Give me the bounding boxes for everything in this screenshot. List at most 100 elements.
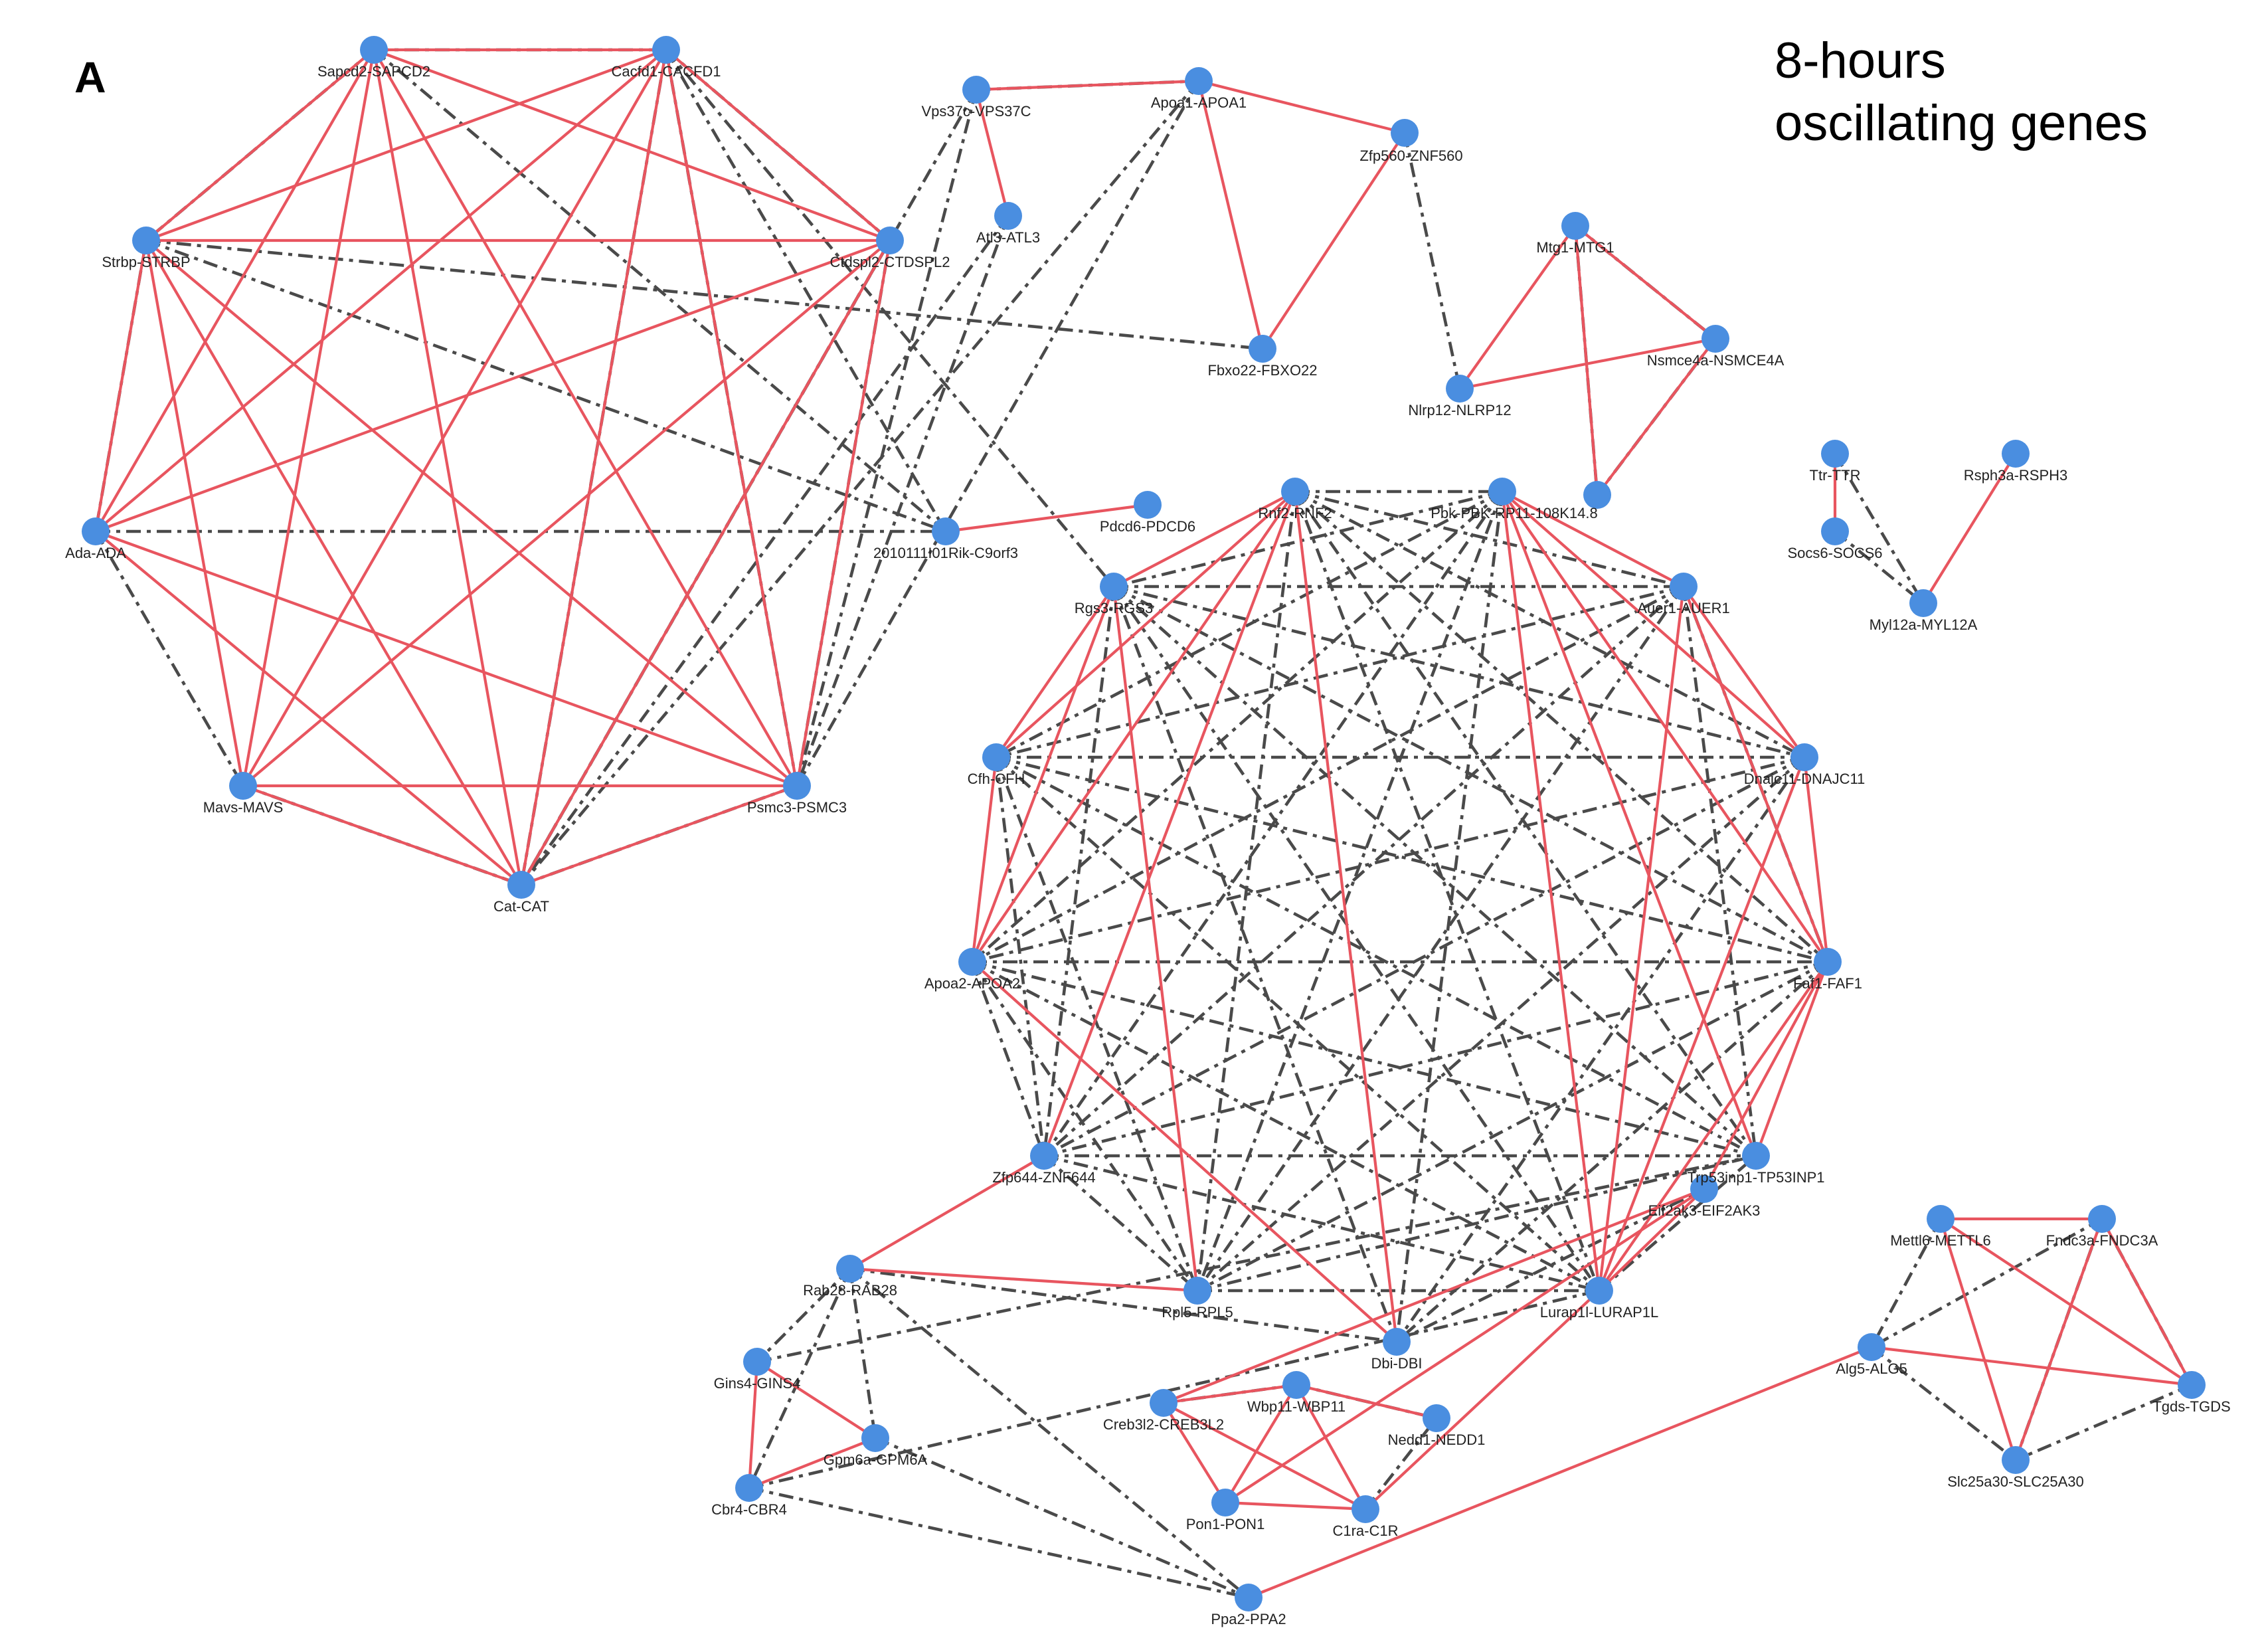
node-rab28[interactable] [836,1255,864,1283]
node-tgds[interactable] [2178,1371,2206,1399]
node-label-alg5: Alg5-ALG5 [1836,1360,1907,1377]
solid-edge-nlrp12-nsmce4a [1459,337,1716,391]
node-label-nsmce4a: Nsmce4a-NSMCE4A [1647,352,1785,369]
node-lurap[interactable] [1585,1277,1613,1305]
dashed-edge-rab28-ppa2 [849,1267,1250,1599]
node-zfp560[interactable] [1391,119,1419,147]
solid-edge-alg5-tgds [1871,1345,2192,1387]
solid-edge-creb-c1r [1163,1402,1366,1511]
node-vps[interactable] [962,76,990,104]
node-gpm6a[interactable] [861,1424,889,1452]
solid-edge-rp11-faf1 [1501,490,1829,963]
node-rsph3[interactable] [2002,440,2030,468]
node-slc25a30[interactable] [2002,1446,2030,1474]
solid-edge-apoa1-fbxo22 [1197,80,1265,349]
dashed-edge-strbp-fbxo22 [145,238,1263,351]
node-cac[interactable] [652,36,680,64]
node-label-atl3: Atl3-ATL3 [976,229,1040,246]
node-fndc3a[interactable] [2088,1205,2116,1233]
solid-edge-gpm6a-cbr4 [748,1437,876,1489]
solid-edge-ctdspl2-mavs [242,239,891,787]
dashed-edge-rp11-rpl5 [1195,491,1504,1291]
node-creb[interactable] [1150,1389,1178,1417]
node-tp53[interactable] [1742,1142,1770,1170]
solid-edge-strbp-mavs [144,240,245,786]
node-mettl6[interactable] [1927,1205,1955,1233]
solid-edge-sap-cat [372,49,523,885]
dashed-edge-cfh-znf644 [994,757,1046,1156]
node-rgs3[interactable] [1100,573,1128,600]
solid-edge-rnf2-cfh [995,490,1296,759]
node-wbp11[interactable] [1282,1371,1310,1399]
solid-edge-ctdspl2-cat [520,239,891,886]
dashed-edge-socs6-myl12a [1834,530,1925,604]
node-label-rnf2: Rnf2-RNF2 [1258,505,1332,521]
solid-edge-rp11-auer1 [1502,490,1684,588]
node-nlrp12[interactable] [1446,375,1474,403]
solid-edge-mettl6-tgds [1939,1218,2193,1386]
node-cat[interactable] [507,871,535,899]
node-rpl5[interactable] [1183,1277,1211,1305]
dashed-edge-rgs3-dbi [1112,586,1399,1342]
solid-edge-mtg1-nlrp12 [1458,225,1577,390]
node-label-faf1: Faf1-FAF1 [1793,975,1862,992]
dashed-edge-rgs3-dnajc11 [1113,585,1805,759]
node-ttr[interactable] [1821,440,1849,468]
node-alg5[interactable] [1858,1333,1885,1361]
solid-edge-creb-pon1 [1162,1402,1227,1504]
node-mavs[interactable] [229,772,257,800]
node-sap[interactable] [360,36,388,64]
node-eif2ak3[interactable] [1690,1175,1718,1203]
node-label-mavs: Mavs-MAVS [203,799,284,816]
panel-letter: A [74,52,106,102]
node-dbi[interactable] [1383,1328,1411,1356]
dashed-edge-apoa2-znf644 [970,961,1046,1156]
node-atl3[interactable] [994,202,1022,230]
node-mtg1[interactable] [1561,212,1589,240]
node-c9orf3[interactable] [932,517,960,545]
node-strbp[interactable] [132,227,160,254]
node-nedd1[interactable] [1423,1404,1450,1432]
node-pdcd6[interactable] [1134,491,1162,519]
node-ctdspl2[interactable] [876,227,904,254]
node-label-rab28: Rab28-RAB28 [803,1282,897,1299]
dashed-edge-rab28-gpm6a [848,1268,877,1439]
node-myl12a[interactable] [1909,589,1937,617]
node-label-cfh: Cfh-CFH [968,771,1025,787]
solid-edge-gins4-gpm6a [756,1360,877,1439]
solid-edge-cac-cat [519,49,668,885]
dashed-edge-rp11-rgs3 [1113,490,1503,589]
solid-edge-auer1-dnajc11 [1682,585,1806,759]
node-rp11[interactable] [1488,478,1516,505]
node-apoa2[interactable] [958,948,986,976]
node-socs6[interactable] [1821,517,1849,545]
node-cfh[interactable] [982,743,1010,771]
node-dnajc11[interactable] [1790,743,1818,771]
dashed-edge-auer1-znf644 [1043,585,1685,1157]
node-rnf2[interactable] [1281,478,1309,505]
node-fbxo22[interactable] [1249,335,1276,363]
node-label-c9orf3: 2010111I01Rik-C9orf3 [873,545,1018,561]
node-c1r[interactable] [1352,1495,1379,1523]
solid-edge-cfh-apoa2 [970,757,998,963]
node-nsmce4a[interactable] [1701,325,1729,353]
node-ns4b[interactable] [1583,481,1611,509]
solid-edge-rp11-tp53 [1501,491,1757,1156]
node-label-nedd1: Nedd1-NEDD1 [1388,1431,1486,1448]
node-gins4[interactable] [743,1348,771,1376]
solid-edge-c1r-lurap [1364,1289,1601,1511]
node-auer1[interactable] [1670,573,1698,600]
node-ppa2[interactable] [1235,1584,1263,1611]
node-faf1[interactable] [1814,948,1842,976]
solid-edge-eif2ak3-lurap [1598,1188,1705,1292]
node-psmc3[interactable] [783,772,811,800]
solid-edge-rgs3-apoa2 [971,586,1115,963]
node-pon1[interactable] [1211,1489,1239,1516]
node-ada[interactable] [82,517,110,545]
dashed-edge-rnf2-rpl5 [1195,491,1297,1291]
solid-edge-creb-wbp11 [1163,1383,1297,1405]
node-znf644[interactable] [1030,1142,1058,1170]
node-cbr4[interactable] [735,1474,763,1502]
node-apoa1[interactable] [1185,67,1213,95]
dashed-edge-rab28-dbi [849,1267,1397,1344]
